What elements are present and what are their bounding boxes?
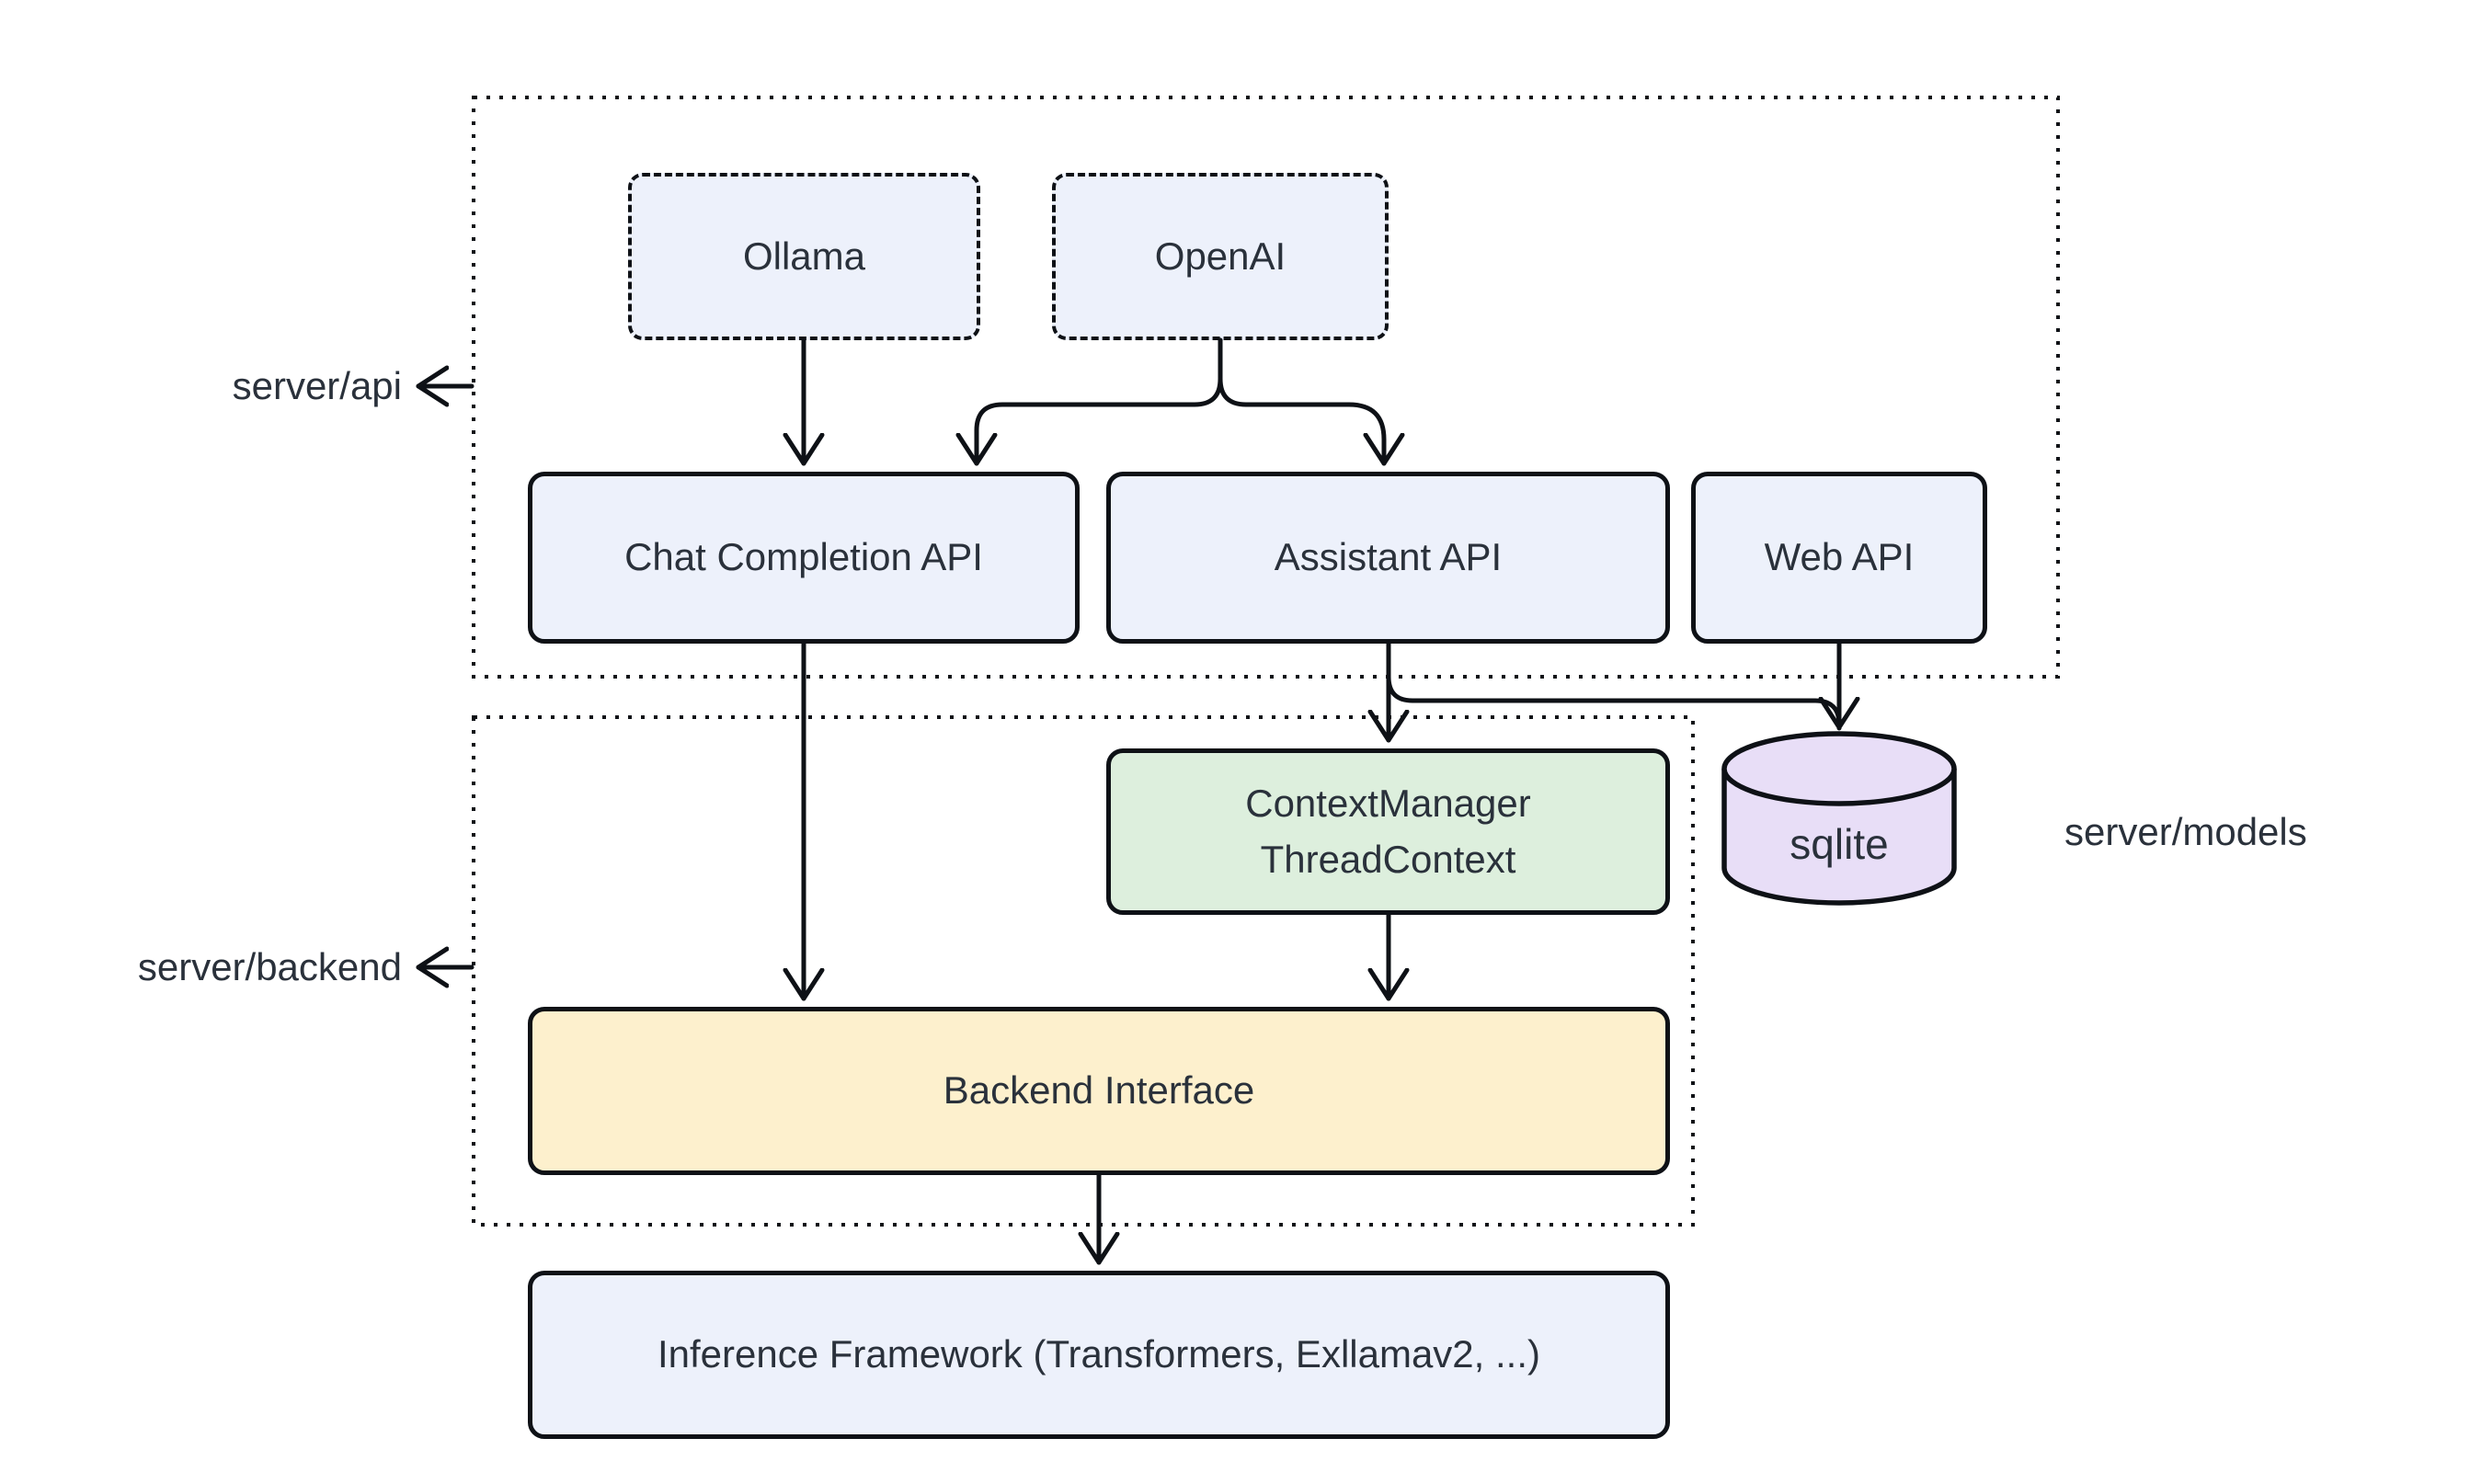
node-ollama-label: Ollama [742, 234, 866, 278]
node-sqlite-label: sqlite [1790, 820, 1889, 868]
node-chat-completion-api-label: Chat Completion API [624, 535, 983, 579]
node-backend-interface: Backend Interface [528, 1007, 1670, 1175]
node-openai-label: OpenAI [1154, 234, 1286, 278]
label-server-api: server/api [232, 364, 402, 407]
node-web-api: Web API [1691, 472, 1987, 644]
node-chat-completion-api: Chat Completion API [528, 472, 1080, 644]
node-assistant-api-label: Assistant API [1274, 535, 1503, 579]
context-manager-line2: ThreadContext [1260, 837, 1516, 881]
node-web-api-label: Web API [1764, 535, 1915, 579]
label-server-models: server/models [2064, 810, 2307, 853]
node-backend-interface-label: Backend Interface [943, 1068, 1255, 1113]
node-ollama: Ollama [628, 173, 980, 340]
context-manager-line1: ContextManager [1245, 781, 1531, 825]
node-inference-framework-label: Inference Framework (Transformers, Exlla… [657, 1332, 1540, 1376]
node-context-manager: ContextManager ThreadContext [1106, 748, 1670, 915]
label-server-backend: server/backend [137, 945, 402, 988]
node-context-manager-label: ContextManager ThreadContext [1245, 776, 1531, 888]
node-inference-framework: Inference Framework (Transformers, Exlla… [528, 1271, 1670, 1439]
node-openai: OpenAI [1052, 173, 1389, 340]
node-assistant-api: Assistant API [1106, 472, 1670, 644]
